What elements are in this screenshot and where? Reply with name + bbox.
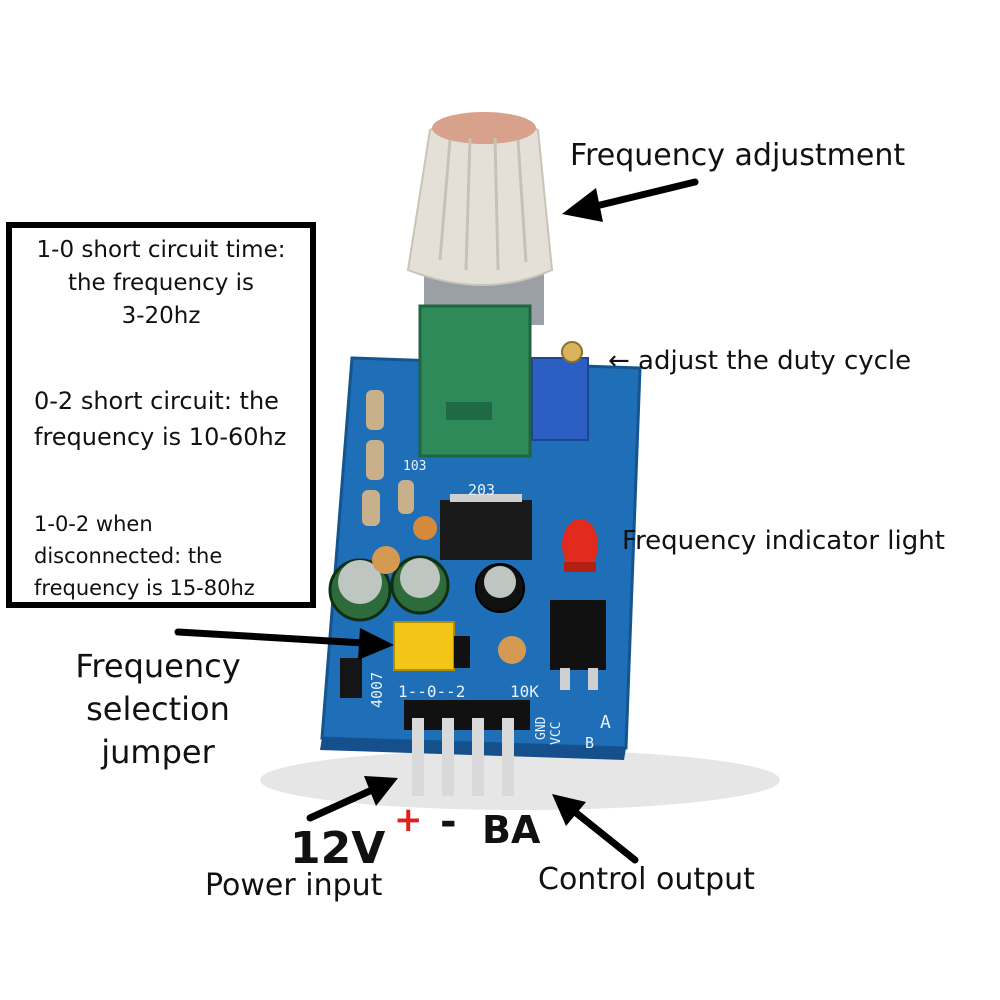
capacitor-ceramic bbox=[413, 516, 437, 540]
silk-4007: 4007 bbox=[368, 672, 386, 708]
label-minus: - bbox=[440, 799, 457, 845]
silk-a: A bbox=[600, 712, 611, 733]
label-duty-cycle: ← adjust the duty cycle bbox=[608, 346, 912, 376]
jumper-block bbox=[393, 621, 455, 671]
optocoupler bbox=[550, 600, 606, 670]
label-plus: + bbox=[394, 800, 423, 840]
board-shadow bbox=[260, 750, 780, 810]
info-p1-line3: 3-20hz bbox=[121, 303, 201, 329]
silk-chip: 203 bbox=[468, 481, 495, 499]
arrow-frequency-adjustment bbox=[562, 178, 699, 222]
info-paragraph-2: 0-2 short circuit: the frequency is 10-6… bbox=[34, 383, 286, 455]
indicator-led bbox=[562, 519, 598, 571]
pin-header bbox=[404, 700, 530, 796]
diode-4007 bbox=[340, 658, 362, 698]
silk-gnd: GND bbox=[534, 716, 549, 740]
label-jumper-line1: Frequency bbox=[75, 647, 241, 685]
arrow-control-output bbox=[552, 794, 639, 864]
info-paragraph-3: 1-0-2 when disconnected: the frequency i… bbox=[34, 508, 255, 604]
info-p3-line1: 1-0-2 when bbox=[34, 512, 153, 536]
info-p3-line2: disconnected: the bbox=[34, 544, 223, 568]
info-p1-line2: the frequency is bbox=[67, 270, 255, 296]
resistors bbox=[362, 390, 414, 526]
frequency-info-box: 1-0 short circuit time: the frequency is… bbox=[6, 222, 316, 608]
silk-b: B bbox=[585, 734, 594, 752]
silk-vcc: VCC bbox=[549, 722, 564, 745]
silk-10k: 10K bbox=[510, 682, 539, 701]
info-p1-line1: 1-0 short circuit time: bbox=[36, 237, 286, 263]
label-control-output: Control output bbox=[538, 862, 755, 897]
label-jumper-line3: jumper bbox=[101, 733, 215, 771]
label-jumper: Frequency selection jumper bbox=[68, 645, 248, 774]
potentiometer bbox=[418, 304, 532, 458]
info-p2-line1: 0-2 short circuit: the bbox=[34, 387, 279, 415]
frequency-knob bbox=[406, 112, 554, 325]
label-voltage: 12V bbox=[290, 823, 386, 874]
info-p3-line3: frequency is 15-80hz bbox=[34, 576, 255, 600]
label-jumper-line2: selection bbox=[86, 690, 230, 728]
label-power-input: Power input bbox=[205, 868, 383, 903]
ic-chip bbox=[440, 500, 532, 560]
silk-pin-header: 1--0--2 bbox=[398, 682, 465, 701]
duty-trimmer bbox=[531, 357, 589, 441]
arrow-jumper bbox=[174, 628, 394, 660]
info-paragraph-1: 1-0 short circuit time: the frequency is… bbox=[12, 234, 310, 333]
label-ba: BA bbox=[482, 808, 541, 852]
info-p2-line2: frequency is 10-60hz bbox=[34, 423, 287, 451]
label-frequency-adjustment: Frequency adjustment bbox=[570, 138, 906, 173]
arrow-power-input bbox=[306, 776, 398, 822]
label-indicator-light: Frequency indicator light bbox=[622, 526, 945, 556]
silk-103: 103 bbox=[403, 459, 426, 474]
